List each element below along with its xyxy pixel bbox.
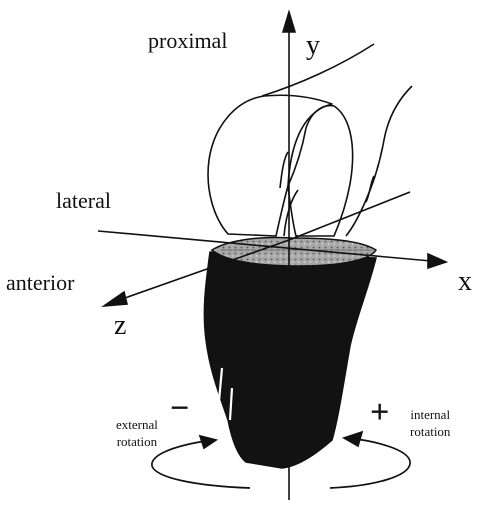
label-internal-rotation: internal rotation [410,406,450,440]
lateral-axis-line [289,192,410,240]
label-internal-line2: rotation [410,423,450,440]
femur-outline [208,44,412,236]
label-anterior: anterior [6,272,74,294]
label-axis-y: y [306,32,320,60]
label-external-line2: rotation [116,433,158,450]
y-axis-arrowhead [283,12,295,32]
label-external-rotation: external rotation [116,416,158,450]
label-internal-line1: internal [410,406,450,423]
tibia [204,238,376,469]
femur-lateral-condyle [288,106,353,236]
label-minus-sign: − [170,392,189,426]
z-axis-arrowhead [104,292,127,306]
label-plus-sign: + [370,396,389,430]
label-axis-x: x [458,268,472,296]
femur-medial-condyle [208,95,332,236]
x-axis-arrowhead [428,254,446,268]
rotation-arrowhead-left [200,436,216,448]
label-lateral: lateral [56,190,111,212]
rotation-ellipse-right [330,438,410,488]
patella-scratch [366,176,374,202]
label-proximal: proximal [148,30,227,52]
rotation-arrowhead-right [344,432,362,446]
label-external-line1: external [116,416,158,433]
label-axis-z: z [114,312,126,340]
